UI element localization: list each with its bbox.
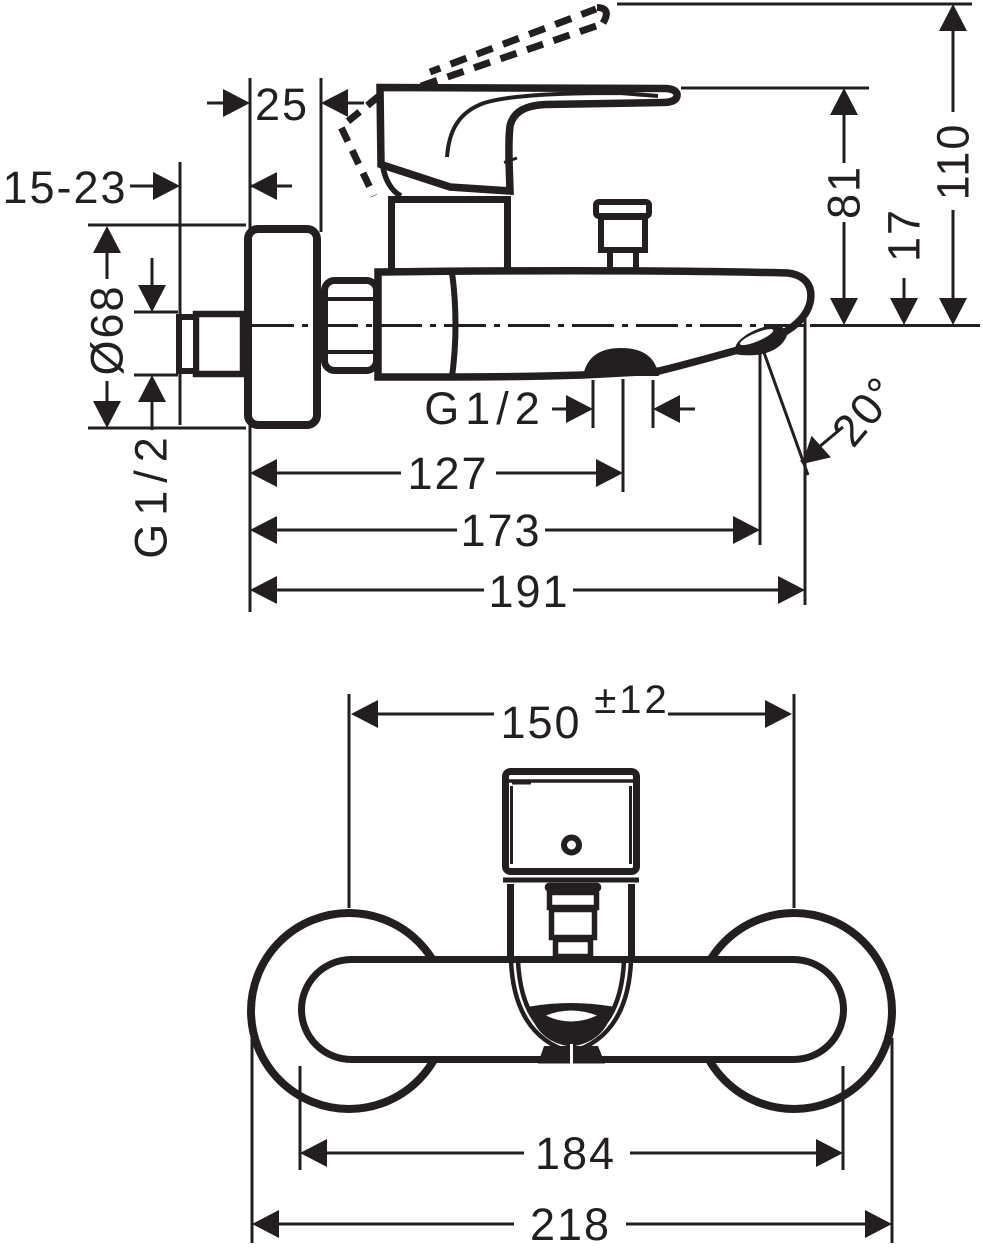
svg-text:Ø68: Ø68 [82, 284, 133, 375]
svg-text:191: 191 [488, 566, 569, 617]
svg-text:G1/2: G1/2 [126, 429, 177, 559]
svg-text:25: 25 [255, 79, 309, 130]
svg-text:G1/2: G1/2 [424, 383, 546, 434]
svg-text:184: 184 [535, 1128, 616, 1179]
svg-text:127: 127 [407, 448, 488, 499]
svg-text:17: 17 [879, 208, 930, 262]
svg-text:218: 218 [530, 1199, 611, 1250]
svg-text:110: 110 [928, 123, 979, 201]
svg-text:±12: ±12 [594, 678, 669, 722]
svg-text:15-23: 15-23 [2, 162, 127, 213]
svg-text:173: 173 [460, 505, 541, 556]
svg-text:81: 81 [819, 165, 870, 219]
svg-text:150: 150 [500, 697, 581, 748]
